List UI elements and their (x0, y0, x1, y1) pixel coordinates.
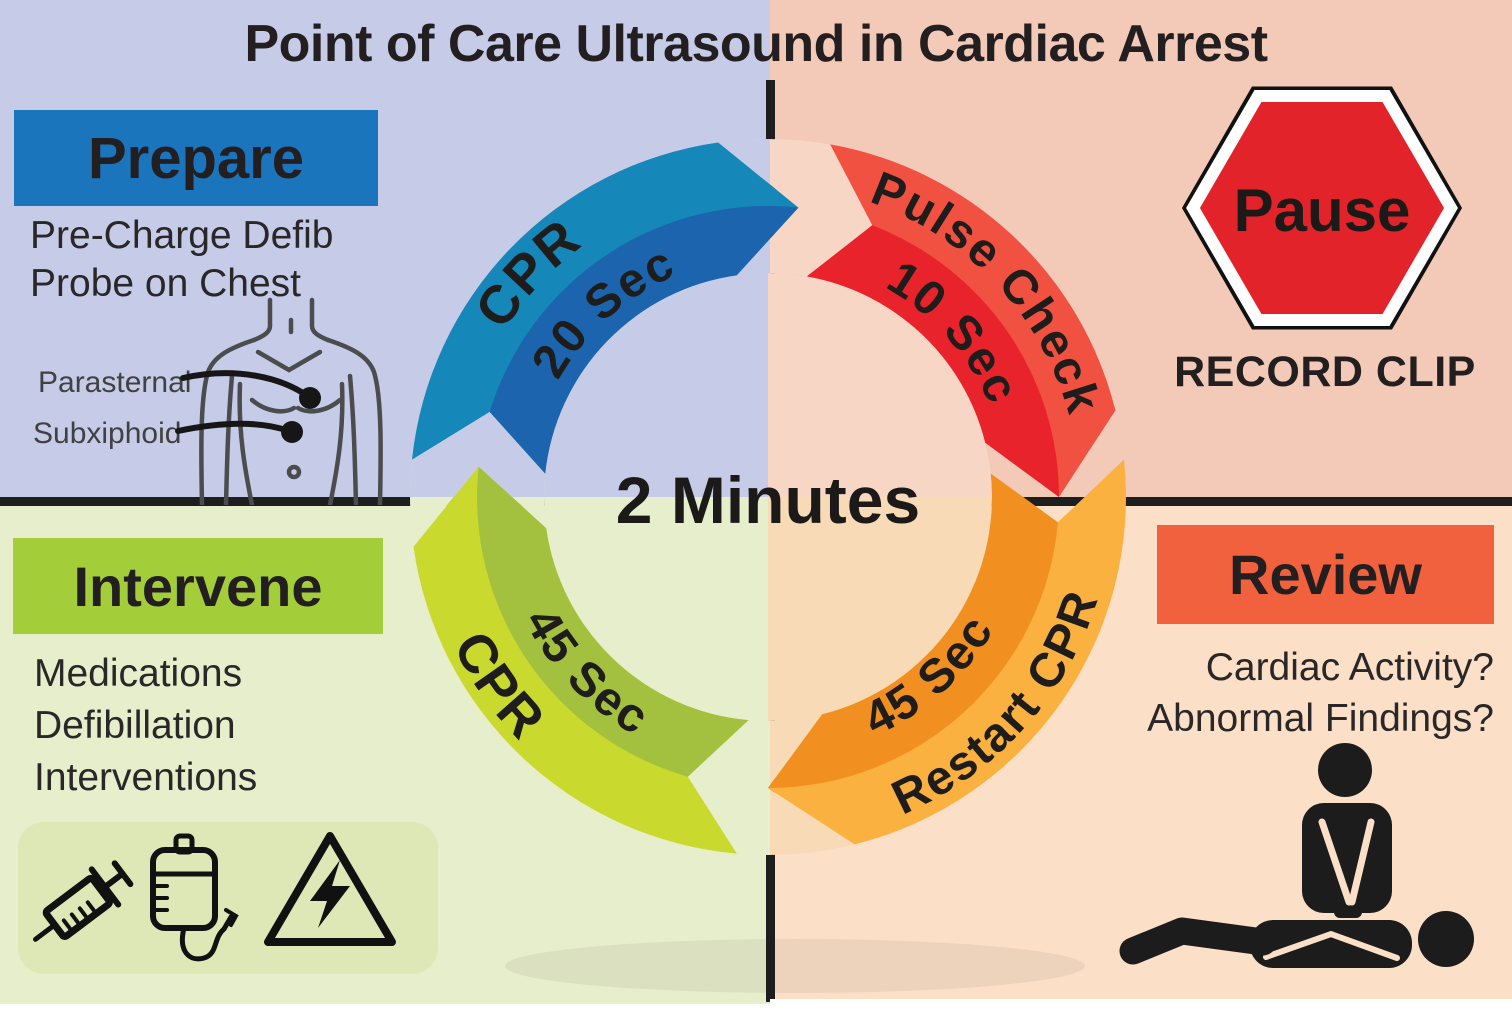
intervene-icons-panel (18, 822, 438, 974)
record-clip-label: RECORD CLIP (1174, 348, 1476, 396)
subxiphoid-pointer (175, 420, 292, 434)
subxiphoid-label: Subxiphoid (33, 417, 182, 450)
cycle-arrow-0-inner (489, 206, 799, 474)
subxiphoid-dot (281, 421, 303, 443)
stop-sign-face (1186, 90, 1458, 326)
syringe-icon (32, 860, 134, 942)
review-line: Cardiac Activity? (1205, 646, 1494, 689)
cycle-shadow (505, 939, 1085, 993)
review-heading-box: Review (1157, 525, 1494, 624)
parasternal-pointer (180, 370, 309, 398)
cycle-arrow-1-inner (806, 225, 1059, 498)
prepare-heading-box: Prepare (14, 110, 378, 206)
intervene-line: Defibillation (34, 704, 236, 747)
page-title: Point of Care Ultrasound in Cardiac Arre… (244, 15, 1268, 73)
prepare-heading: Prepare (87, 125, 305, 191)
review-notes: Cardiac Activity? Abnormal Findings? (1050, 642, 1494, 744)
review-heading: Review (1229, 543, 1422, 606)
cycle-center-label: 2 Minutes (615, 463, 921, 537)
probe-pointers (175, 370, 321, 443)
torso-diagram (175, 297, 383, 505)
parasternal-label: Parasternal (38, 366, 192, 399)
cycle-arrow-3-inner (477, 466, 749, 777)
iv-bag-icon (150, 833, 239, 962)
parasternal-dot (299, 387, 321, 409)
icons-panel-bg (18, 822, 438, 974)
intervene-line: Medications (34, 652, 243, 695)
cycle-arrows (410, 138, 1126, 855)
bottom-white-strip-left (0, 1004, 770, 1010)
cycle-arrow-2-inner (768, 473, 1058, 788)
pause-stop-sign (1181, 86, 1463, 330)
intervene-heading: Intervene (73, 554, 323, 618)
gap-chevron-west-top (410, 411, 546, 497)
review-line: Abnormal Findings? (1147, 697, 1494, 740)
electric-hazard-icon (264, 832, 396, 946)
stop-sign-outline (1181, 86, 1463, 330)
cpr-rescuer-icon (1119, 743, 1474, 968)
prepare-notes: Pre-Charge Defib Probe on Chest (30, 212, 333, 308)
prepare-line: Probe on Chest (30, 262, 302, 305)
bottom-white-strip-right (770, 999, 1512, 1010)
gap-chevron-south-left (687, 720, 770, 855)
gap-chevron-north-left (718, 139, 770, 276)
prepare-line: Pre-Charge Defib (30, 214, 334, 257)
pause-heading: Pause (1233, 177, 1411, 244)
intervene-heading-box: Intervene (13, 538, 383, 634)
intervene-line: Interventions (34, 756, 258, 799)
intervene-notes: Medications Defibillation Interventions (34, 648, 257, 804)
